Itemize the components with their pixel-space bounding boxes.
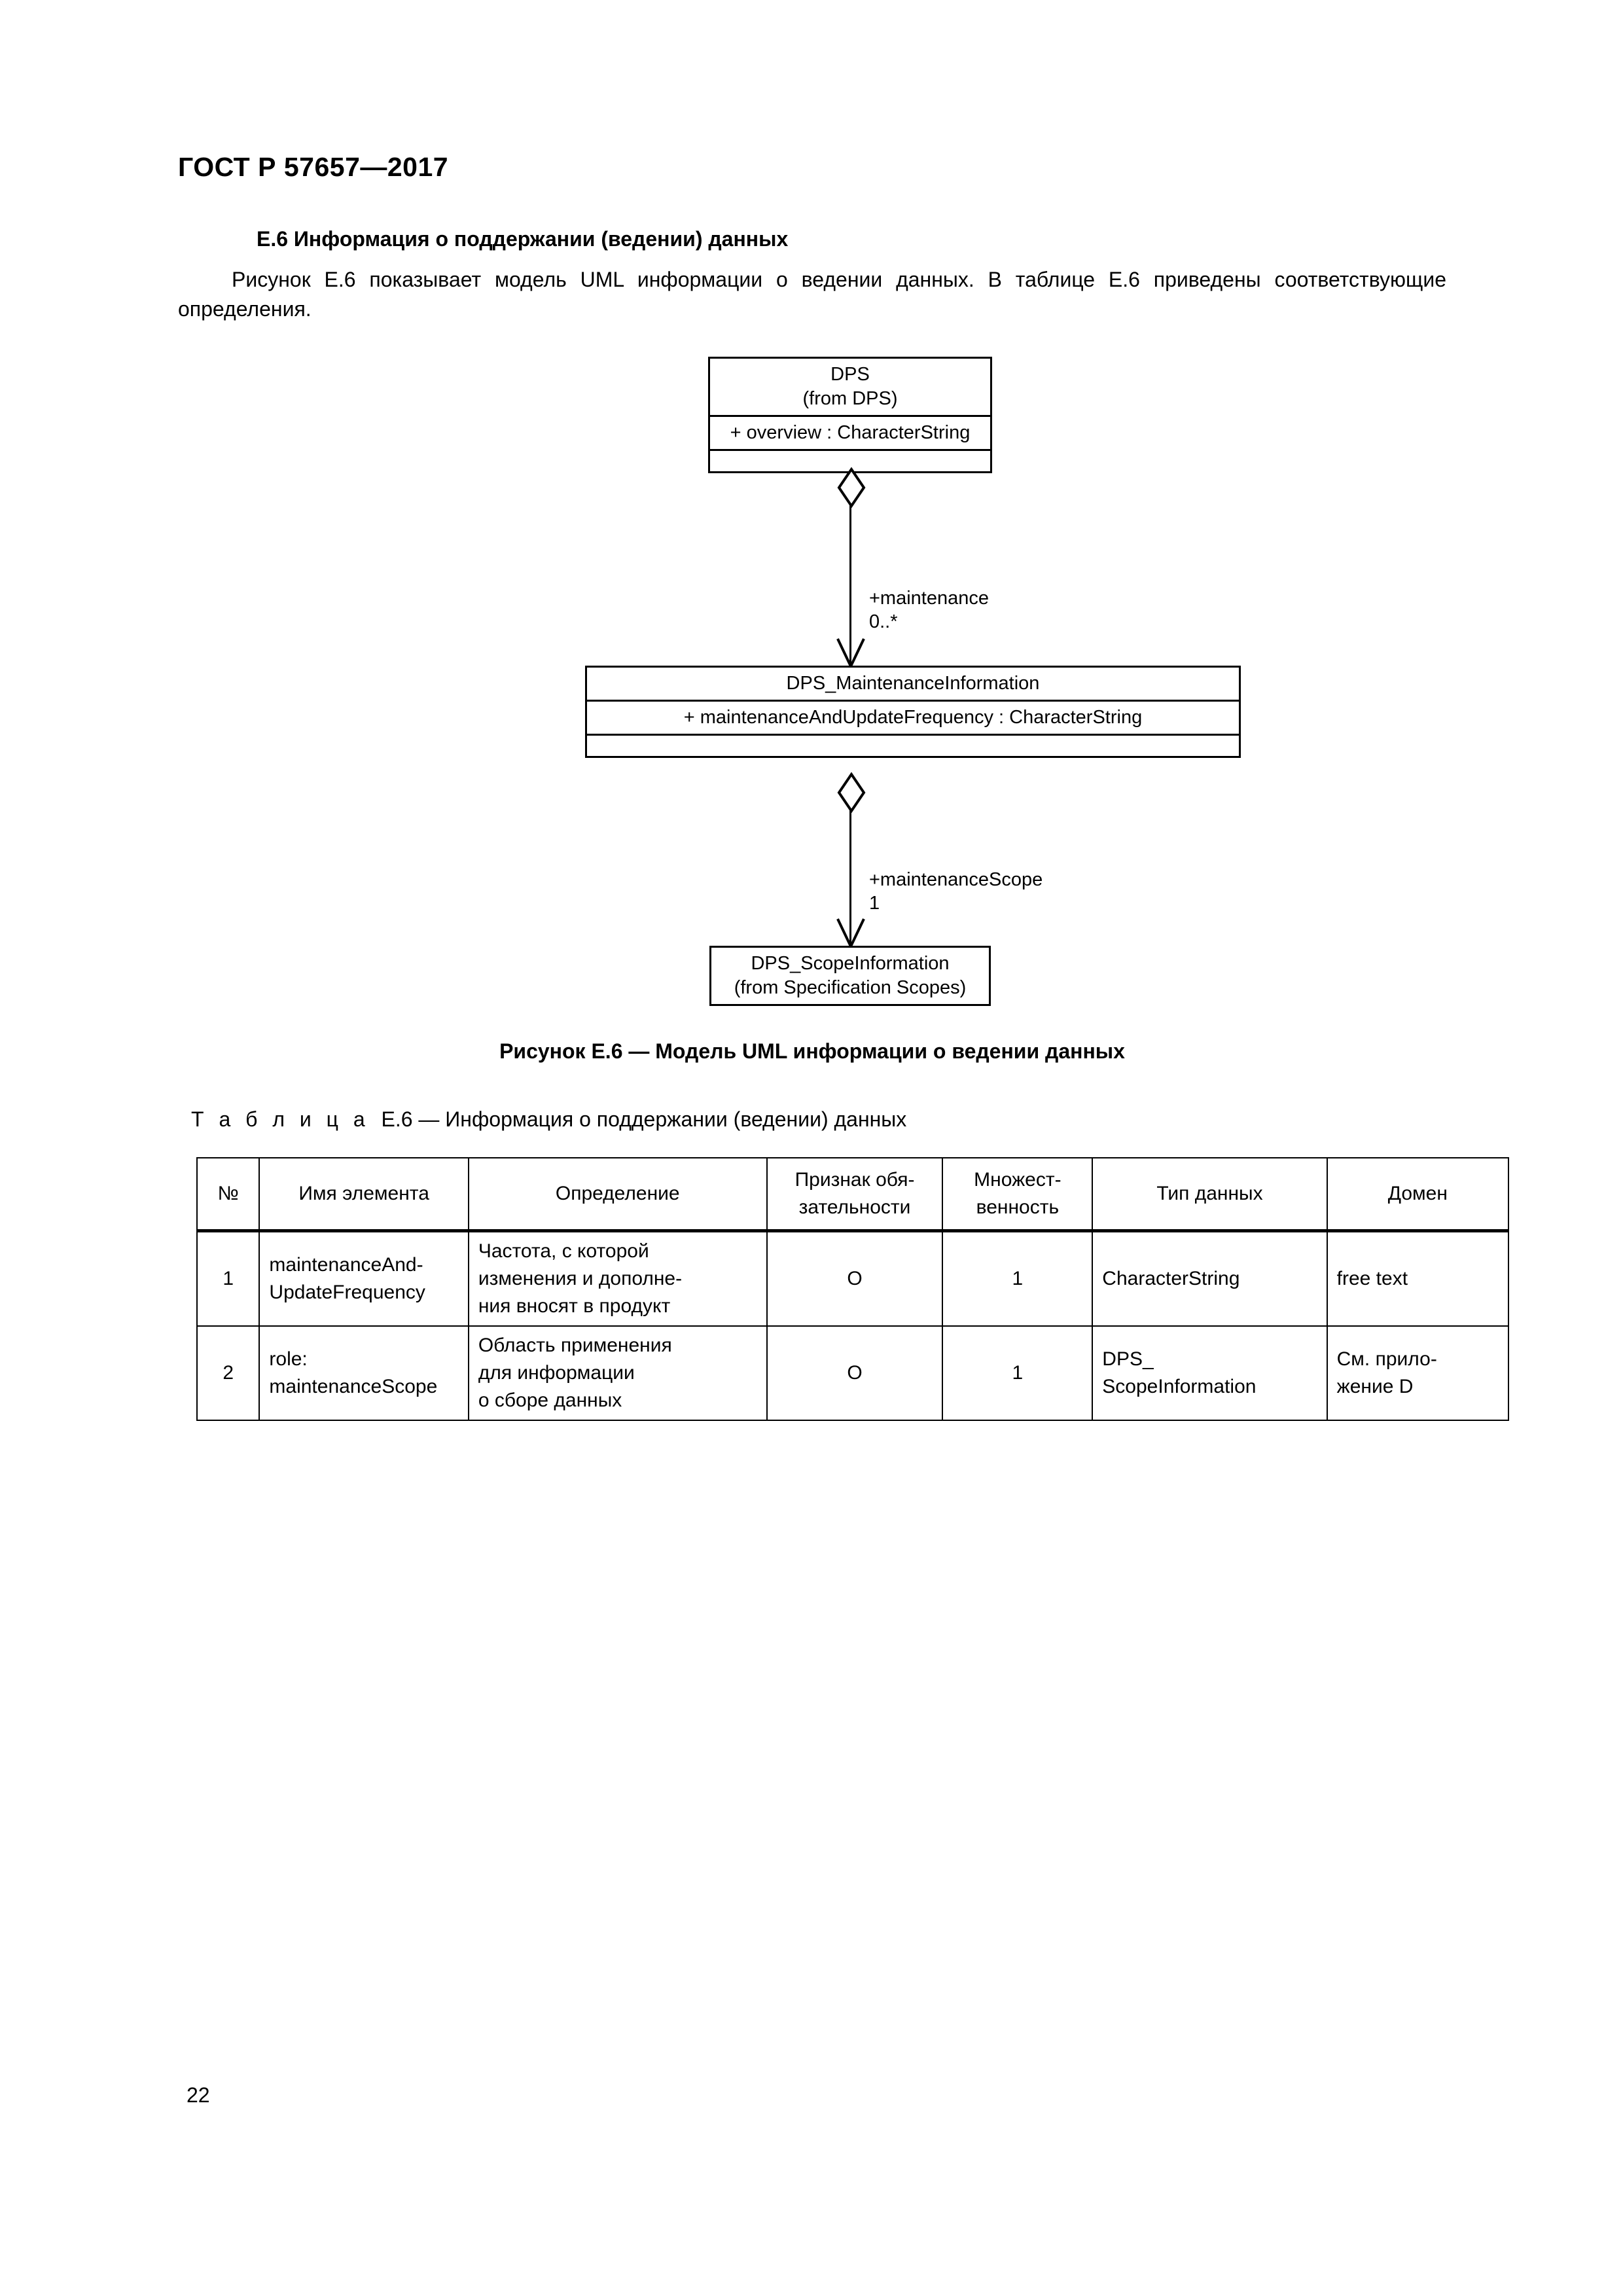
cell-definition: Частота, с которой изменения и дополне- … xyxy=(467,1230,768,1327)
uml-class-dps-header: DPS (from DPS) xyxy=(710,359,990,415)
cell-obligation: О xyxy=(766,1230,944,1327)
cell-domain: free text xyxy=(1326,1230,1510,1327)
column-header-number: № xyxy=(196,1157,260,1232)
table-row: 1 maintenanceAnd- UpdateFrequency Частот… xyxy=(196,1230,1510,1327)
uml-class-scope-information-name: DPS_ScopeInformation xyxy=(751,953,950,974)
uml-class-maintenance-information: DPS_MaintenanceInformation + maintenance… xyxy=(585,666,1241,758)
uml-class-scope-information: DPS_ScopeInformation (from Specification… xyxy=(709,946,991,1006)
figure-caption: Рисунок Е.6 — Модель UML информации о ве… xyxy=(499,1039,1125,1063)
uml-class-dps-attribute: + overview : CharacterString xyxy=(710,415,990,449)
association-line-2 xyxy=(849,809,851,949)
table-row: 2 role: maintenanceScope Область примене… xyxy=(196,1325,1510,1421)
running-header: ГОСТ Р 57657—2017 xyxy=(178,152,449,182)
uml-diagram: DPS (from DPS) + overview : CharacterStr… xyxy=(178,340,1448,1021)
column-header-domain: Домен xyxy=(1326,1157,1510,1232)
cell-number: 1 xyxy=(196,1230,260,1327)
uml-class-dps-name: DPS xyxy=(830,364,870,385)
cell-multiplicity: 1 xyxy=(942,1325,1094,1421)
table-e6-wrapper: № Имя элемента Определение Признак обя- … xyxy=(196,1157,1510,1421)
table-caption: Т а б л и ц а E.6 — Информация о поддерж… xyxy=(191,1107,906,1132)
table-body: 1 maintenanceAnd- UpdateFrequency Частот… xyxy=(196,1230,1510,1421)
association-line-1 xyxy=(849,504,851,669)
table-e6: № Имя элемента Определение Признак обя- … xyxy=(196,1157,1510,1421)
association-role-2: +maintenanceScope xyxy=(869,869,1043,890)
association-label-1: +maintenance 0..* xyxy=(869,586,989,634)
uml-class-maintenance-information-attribute: + maintenanceAndUpdateFrequency : Charac… xyxy=(587,700,1239,734)
aggregation-diamond-1-icon xyxy=(837,467,866,508)
table-caption-title: — Информация о поддержании (ведении) дан… xyxy=(418,1107,907,1131)
cell-element-name: role: maintenanceScope xyxy=(259,1325,469,1421)
cell-multiplicity: 1 xyxy=(942,1230,1094,1327)
cell-element-name: maintenanceAnd- UpdateFrequency xyxy=(259,1230,469,1327)
column-header-data-type: Тип данных xyxy=(1092,1157,1328,1232)
uml-class-maintenance-information-operations xyxy=(587,734,1239,756)
section-paragraph-text: Рисунок Е.6 показывает модель UML информ… xyxy=(178,268,1446,321)
cell-data-type: CharacterString xyxy=(1092,1230,1328,1327)
uml-class-maintenance-information-name: DPS_MaintenanceInformation xyxy=(786,673,1040,694)
aggregation-diamond-2-icon xyxy=(837,772,866,813)
cell-definition: Область применения для информации о сбор… xyxy=(467,1325,768,1421)
cell-number: 2 xyxy=(196,1325,260,1421)
uml-class-maintenance-information-header: DPS_MaintenanceInformation xyxy=(587,668,1239,700)
association-role-1: +maintenance xyxy=(869,588,989,609)
association-label-2: +maintenanceScope 1 xyxy=(869,868,1043,915)
cell-obligation: О xyxy=(766,1325,944,1421)
section-paragraph: Рисунок Е.6 показывает модель UML информ… xyxy=(178,265,1446,324)
table-header-row: № Имя элемента Определение Признак обя- … xyxy=(196,1157,1510,1232)
section-heading: E.6 Информация о поддержании (ведении) д… xyxy=(257,227,789,251)
uml-class-scope-information-header: DPS_ScopeInformation (from Specification… xyxy=(711,948,989,1004)
association-multiplicity-1: 0..* xyxy=(869,611,898,632)
table-caption-number: E.6 xyxy=(381,1107,413,1131)
cell-domain: См. прило- жение D xyxy=(1326,1325,1510,1421)
cell-data-type: DPS_ ScopeInformation xyxy=(1092,1325,1328,1421)
association-multiplicity-2: 1 xyxy=(869,893,880,914)
table-caption-label: Т а б л и ц а xyxy=(191,1107,370,1131)
uml-class-dps-package: (from DPS) xyxy=(802,388,898,409)
table-head: № Имя элемента Определение Признак обя- … xyxy=(196,1157,1510,1232)
column-header-obligation: Признак обя- зательности xyxy=(766,1157,944,1232)
column-header-multiplicity: Множест- венность xyxy=(942,1157,1094,1232)
column-header-definition: Определение xyxy=(467,1157,768,1232)
uml-class-dps-operations xyxy=(710,449,990,471)
page-number: 22 xyxy=(187,2083,210,2107)
uml-class-dps: DPS (from DPS) + overview : CharacterStr… xyxy=(708,357,992,473)
uml-class-scope-information-package: (from Specification Scopes) xyxy=(734,977,967,998)
column-header-element-name: Имя элемента xyxy=(259,1157,469,1232)
